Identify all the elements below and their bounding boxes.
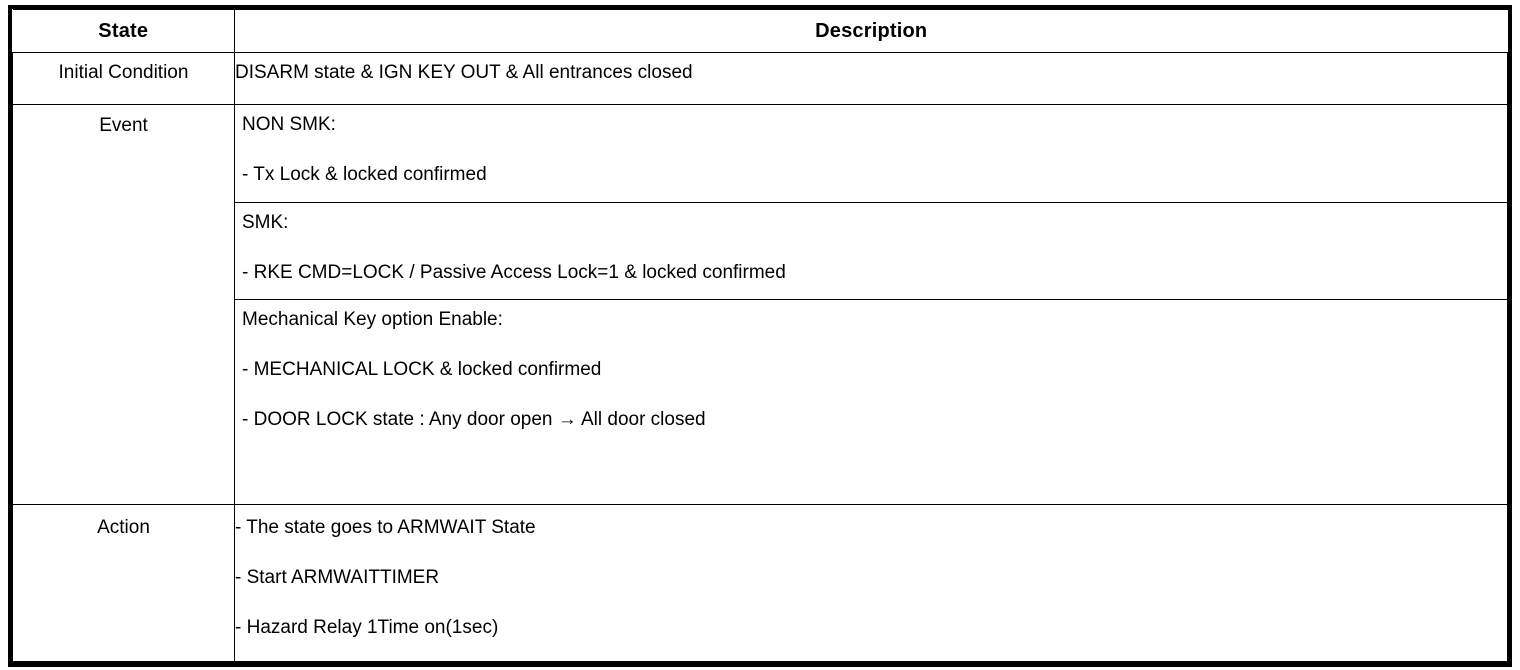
spacer bbox=[242, 136, 1507, 164]
state-label-cell-event: Event bbox=[12, 103, 235, 506]
state-description-table: State Description Initial Condition DISA… bbox=[12, 9, 1508, 662]
description-line: - The state goes to ARMWAIT State bbox=[235, 517, 536, 539]
description-cell-event: NON SMK: - Tx Lock & locked confirmed SM… bbox=[234, 103, 1508, 506]
table-header-row: State Description bbox=[12, 9, 1508, 53]
spacer bbox=[242, 234, 1507, 262]
state-label-cell-initial-condition: Initial Condition bbox=[12, 52, 235, 105]
description-line: SMK: bbox=[242, 211, 289, 233]
spacer bbox=[242, 381, 1507, 409]
table-row-initial-condition: Initial Condition DISARM state & IGN KEY… bbox=[12, 52, 1508, 105]
description-line: DISARM state & IGN KEY OUT & All entranc… bbox=[235, 62, 693, 83]
description-line: - DOOR LOCK state : Any door open → All … bbox=[242, 409, 706, 431]
spacer bbox=[235, 589, 1507, 617]
state-label-event: Event bbox=[99, 115, 148, 136]
table-row-event: Event NON SMK: - Tx Lock & locked confir… bbox=[12, 103, 1508, 506]
event-subblock-smk: SMK: - RKE CMD=LOCK / Passive Access Loc… bbox=[235, 203, 1507, 301]
description-line: - Start ARMWAITTIMER bbox=[235, 566, 440, 588]
column-header-state: State bbox=[12, 9, 235, 53]
state-label-initial-condition: Initial Condition bbox=[58, 62, 189, 83]
description-cell-action: - The state goes to ARMWAIT State - Star… bbox=[234, 504, 1508, 662]
state-label-action: Action bbox=[97, 517, 150, 539]
description-line: NON SMK: bbox=[242, 114, 336, 135]
description-cell-initial-condition: DISARM state & IGN KEY OUT & All entranc… bbox=[234, 52, 1508, 105]
spacer bbox=[242, 331, 1507, 359]
event-subblock-non-smk: NON SMK: - Tx Lock & locked confirmed bbox=[235, 105, 1507, 203]
column-header-description: Description bbox=[234, 9, 1508, 53]
description-line: - MECHANICAL LOCK & locked confirmed bbox=[242, 359, 602, 381]
description-line: - Tx Lock & locked confirmed bbox=[242, 163, 487, 185]
description-line: - RKE CMD=LOCK / Passive Access Lock=1 &… bbox=[242, 261, 786, 283]
table-row-action: Action - The state goes to ARMWAIT State… bbox=[12, 504, 1508, 662]
description-line: Mechanical Key option Enable: bbox=[242, 309, 503, 331]
spacer bbox=[235, 539, 1507, 567]
event-subblock-mechanical-key: Mechanical Key option Enable: - MECHANIC… bbox=[235, 300, 1507, 447]
description-line: - Hazard Relay 1Time on(1sec) bbox=[235, 616, 499, 638]
state-description-table-container: State Description Initial Condition DISA… bbox=[8, 5, 1512, 667]
state-label-cell-action: Action bbox=[12, 504, 235, 662]
